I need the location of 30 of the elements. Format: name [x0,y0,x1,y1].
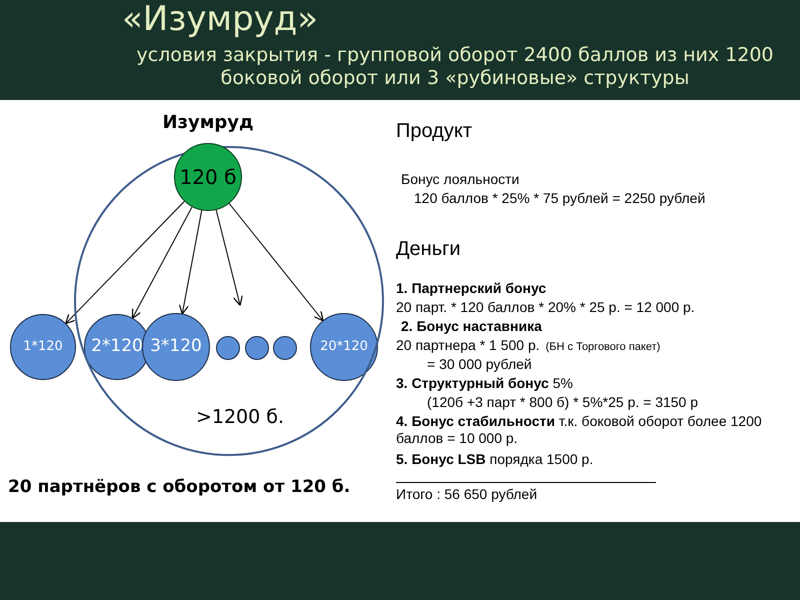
partner-circle: 3*120 [142,313,210,381]
formula-text: (120б +3 парт * 800 б) * 5%*25 р. = 3150 р [427,394,698,411]
arrow [228,203,324,322]
partner-dot [245,336,269,360]
subtitle: условия закрытия - групповой оборот 2400 баллов из них 1200 боковой оборот или 3 «рубиновые» структуры [135,44,775,90]
turnover-label: >1200 б. [196,407,284,429]
diagram-heading: Изумруд [162,112,254,134]
bonus-line: 5. Бонус LSB порядка 1500 р. [396,451,594,468]
total-text: Итого : 56 650 рублей [396,486,538,503]
formula-text: 20 партнера * 1 500 р. [396,337,540,354]
bonus-line: 4. Бонус стабильности т.к. боковой оборот более 1200 баллов = 10 000 р. [396,413,763,447]
arrow [178,210,202,315]
summary-caption: 20 партнёров с оборотом от 120 б. [8,477,350,498]
arrow [216,210,243,306]
bonus-heading: 1. Партнерский бонус [396,280,546,297]
bonus-heading: 2. Бонус наставника [401,318,542,335]
bonus-name: Бонус лояльности [401,171,520,188]
section-heading: Деньги [396,237,461,261]
partner-dot [273,336,297,360]
bonus-line: 3. Структурный бонус 5% [396,375,573,392]
formula-text: 20 парт. * 120 баллов * 20% * 25 р. = 12 000 р. [396,299,695,316]
partner-dot [216,336,240,360]
arrow [65,200,185,324]
section-heading: Продукт [396,119,472,143]
partner-circle: 1*120 [10,314,76,380]
result-text: = 30 000 рублей [427,356,532,373]
formula-text: 120 баллов * 25% * 75 рублей = 2250 рублей [414,190,706,207]
slide-title: «Изумруд» [122,0,318,40]
arrow [132,206,192,319]
footnote-text: (БН с Торгового пакет) [546,341,660,354]
